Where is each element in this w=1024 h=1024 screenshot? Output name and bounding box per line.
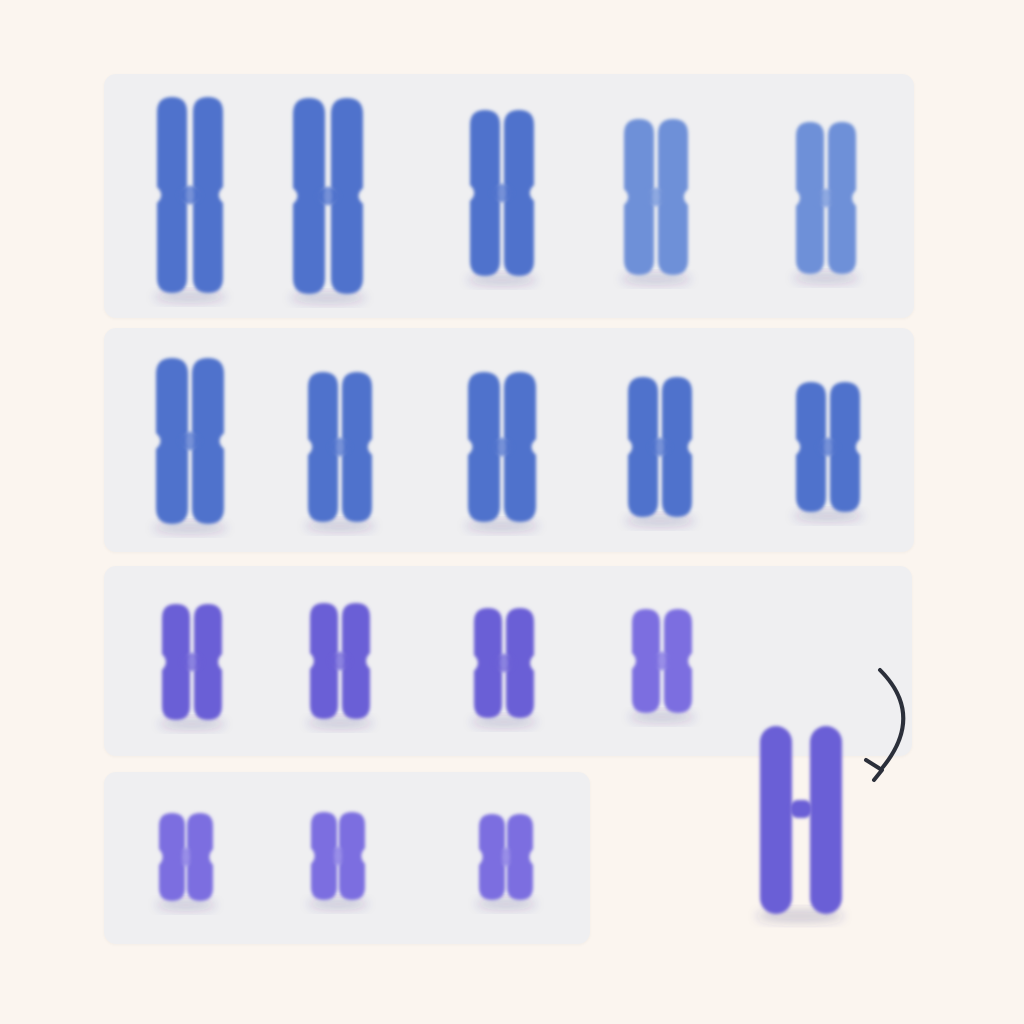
chromosome-row-4-item-2 <box>308 812 368 910</box>
chromosome-row-3-item-2 <box>307 603 373 729</box>
chromosome-row-2-item-3 <box>465 372 539 532</box>
chromosome-row-4-item-1 <box>156 813 216 911</box>
chromosome-row-3-item-1 <box>159 604 225 730</box>
detached-chromosome <box>756 726 844 923</box>
chromosome-row-1-item-5 <box>793 122 859 284</box>
chromosome-row-1-item-4 <box>621 119 691 285</box>
chromosome-row-1-item-3 <box>467 110 537 286</box>
chromosome-layer <box>153 97 863 923</box>
chromosome-row-2-item-4 <box>625 377 695 527</box>
chromosome-row-3-item-3 <box>471 608 537 728</box>
chromosome-row-2-item-2 <box>305 372 375 532</box>
chromosome-row-1-item-1 <box>154 97 226 303</box>
chromosome-row-1-item-2 <box>290 98 366 304</box>
chromosome-row-4-item-3 <box>476 814 536 910</box>
chromosome-row-3-item-4 <box>629 609 695 723</box>
chromosome-row-2-item-5 <box>793 382 863 522</box>
curved-rotate-arrow-icon <box>864 668 906 782</box>
chromosome-row-2-item-1 <box>153 358 227 534</box>
